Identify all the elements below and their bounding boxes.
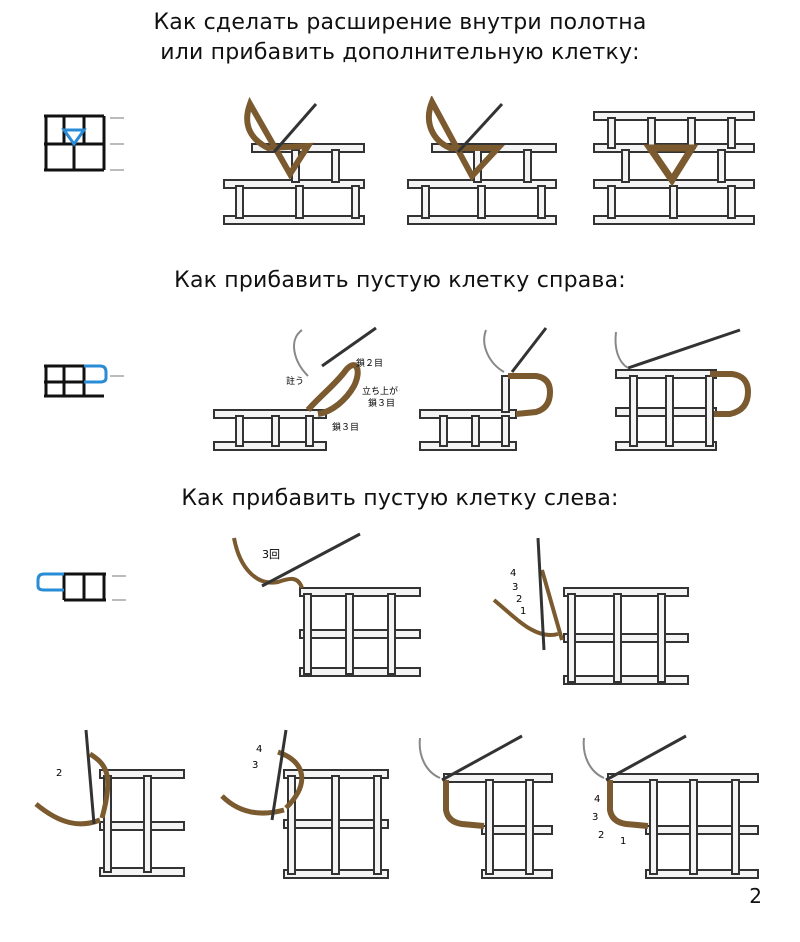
illus-add-left-step-4: 4 3 — [220, 729, 389, 879]
label-num-3: 3 — [512, 582, 518, 593]
illus-add-left-step-5 — [418, 734, 553, 879]
label-num-2: 2 — [516, 594, 522, 605]
heading-line-2: или прибавить дополнительную клетку: — [160, 40, 640, 65]
heading-expand-inside: Как сделать расширение внутри полотна ил… — [0, 8, 800, 68]
illus-add-left-step-2: 4 3 2 1 — [492, 537, 689, 685]
label-num-2-c: 2 — [598, 830, 604, 841]
schema-add-left — [36, 572, 126, 602]
page-number: 2 — [749, 884, 762, 908]
illus-add-right-step-3 — [614, 328, 752, 451]
label-num-1-c: 1 — [620, 836, 626, 847]
illus-add-left-step-6: 4 3 2 1 — [582, 734, 759, 879]
label-turn-chain: 立ち上がりの — [362, 385, 400, 397]
illus-add-right-step-1: 鎖２目 註う 立ち上がりの 鎖３目 鎖３目 — [213, 326, 400, 451]
label-num-1: 1 — [520, 606, 526, 617]
heading-add-right: Как прибавить пустую клетку справа: — [174, 268, 626, 293]
label-num-3-b: 3 — [252, 760, 258, 771]
label-num-2-b: 2 — [56, 768, 62, 779]
schema-expand-inside — [44, 114, 124, 172]
illus-expand-step-1 — [223, 96, 365, 225]
illus-add-right-step-2 — [419, 327, 554, 451]
schema-add-right — [44, 364, 124, 398]
label-num-4-b: 4 — [256, 744, 262, 755]
heading-add-left: Как прибавить пустую клетку слева: — [181, 486, 619, 511]
label-thread: 註う — [286, 375, 304, 387]
label-chain-2: 鎖２目 — [356, 357, 383, 369]
illus-expand-step-2 — [407, 96, 557, 225]
label-num-3-c: 3 — [592, 812, 598, 823]
heading-line-1: Как сделать расширение внутри полотна — [153, 10, 647, 35]
illus-add-left-step-3: 2 — [34, 729, 185, 877]
illus-add-left-step-1: 3回 — [232, 532, 421, 677]
illus-expand-step-3 — [593, 111, 755, 225]
label-chain-3b: 鎖３目 — [332, 421, 359, 433]
label-num-4-c: 4 — [594, 794, 600, 805]
label-chain-3a: 鎖３目 — [368, 397, 395, 409]
label-3-times: 3回 — [262, 548, 280, 561]
label-num-4: 4 — [510, 568, 516, 579]
